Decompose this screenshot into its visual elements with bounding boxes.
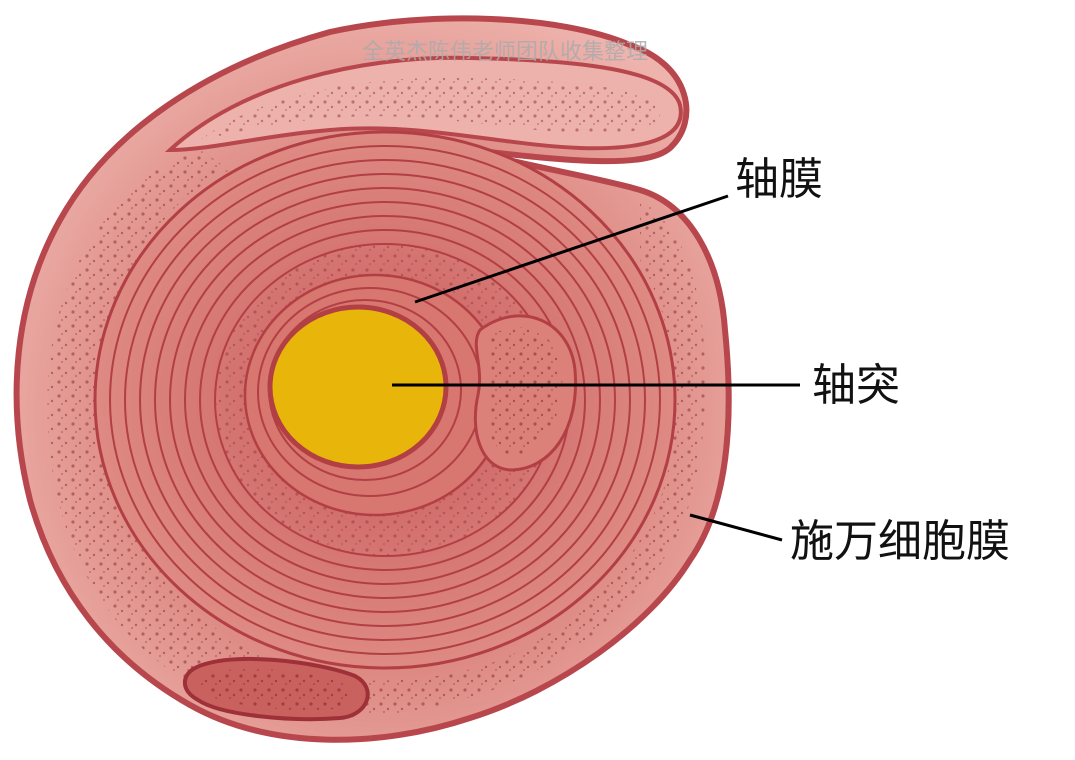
label-axolemma: 轴膜 — [735, 158, 823, 202]
label-schwann-cell-membrane: 施万细胞膜 — [790, 520, 1010, 564]
watermark-text: 全英杰陈伟老师团队收集整理 — [362, 34, 648, 66]
label-axon: 轴突 — [812, 364, 900, 408]
axon — [270, 307, 446, 467]
